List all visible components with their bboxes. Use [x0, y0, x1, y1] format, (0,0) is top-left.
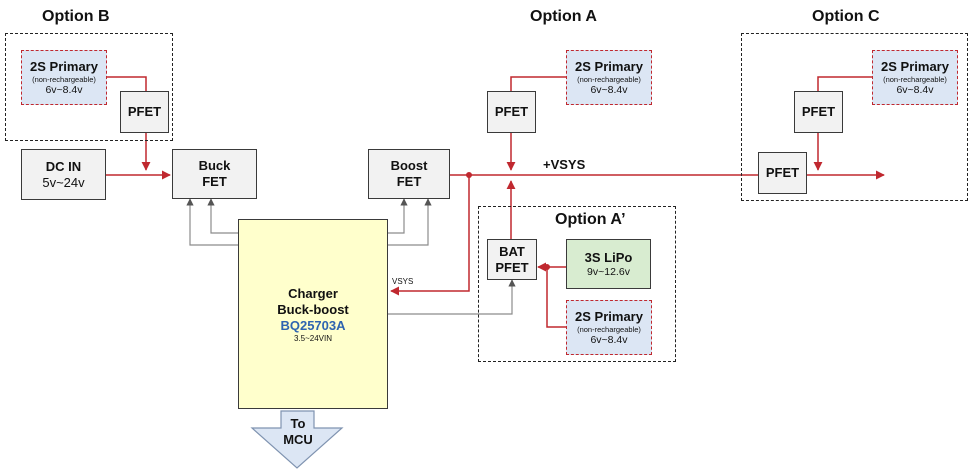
optb-2s-primary-block: 2S Primary (non-rechargeable) 6v~8.4v: [21, 50, 107, 105]
vsys-to-charger-line: [390, 175, 470, 296]
pfet-label: PFET: [494, 104, 529, 119]
option-a-prime-label: Option A’: [555, 211, 626, 228]
primary-range: 6v~8.4v: [45, 83, 83, 96]
vsys-feedback-label: VSYS: [392, 277, 414, 286]
dc-in-block: DC IN 5v~24v: [21, 149, 106, 200]
option-c-label: Option C: [812, 8, 880, 25]
opta-prime-primary-to-junction-line: [546, 267, 566, 328]
option-a-prime-group: [478, 206, 676, 362]
bat-pfet-line2: PFET: [495, 259, 529, 275]
lipo-range: 9v~12.6v: [587, 265, 630, 278]
primary-range: 6v~8.4v: [590, 333, 628, 346]
primary-title: 2S Primary: [881, 58, 949, 74]
charger-to-boost-gate2-line: [388, 198, 432, 246]
primary-range: 6v~8.4v: [896, 83, 934, 96]
lipo-title: 3S LiPo: [584, 249, 633, 265]
boost-fet-line2: FET: [396, 174, 422, 189]
boost-fet-line1: Boost: [390, 158, 428, 173]
buck-fet-line1: Buck: [198, 158, 231, 173]
pfet-label: PFET: [765, 165, 800, 180]
buck-fet-line2: FET: [202, 174, 227, 189]
option-c-group: [741, 33, 968, 201]
opta-2s-primary-block: 2S Primary (non-rechargeable) 6v~8.4v: [566, 50, 652, 105]
dc-in-title: DC IN: [45, 158, 82, 174]
opta-prime-2s-primary-block: 2S Primary (non-rechargeable) 6v~8.4v: [566, 300, 652, 355]
option-b-group: [5, 33, 173, 141]
charger-part-number: BQ25703A: [280, 317, 346, 333]
optc-primary-to-pfet-line: [817, 76, 872, 91]
primary-subtitle: (non-rechargeable): [883, 74, 947, 84]
optc-lower-pfet-block: PFET: [758, 152, 807, 194]
optc-upper-pfet-block: PFET: [794, 91, 843, 133]
optc-2s-primary-block: 2S Primary (non-rechargeable) 6v~8.4v: [872, 50, 958, 105]
vsys-bus-label: +VSYS: [543, 157, 586, 172]
charger-vin-range: 3.5~24VIN: [293, 333, 333, 343]
to-mcu-line1: To: [290, 416, 306, 431]
boost-fet-block: Boost FET: [368, 149, 450, 199]
to-mcu-arrow: [250, 410, 344, 469]
primary-title: 2S Primary: [575, 308, 643, 324]
primary-title: 2S Primary: [30, 58, 98, 74]
dc-in-range: 5v~24v: [42, 174, 85, 190]
pfet-label: PFET: [127, 104, 162, 119]
pfet-label: PFET: [801, 104, 836, 119]
option-b-label: Option B: [42, 8, 110, 25]
optb-primary-to-pfet-line: [107, 76, 147, 91]
opta-pfet-block: PFET: [487, 91, 536, 133]
buck-fet-block: Buck FET: [172, 149, 257, 199]
charger-line2: Buck-boost: [277, 301, 349, 317]
to-mcu-line2: MCU: [283, 432, 313, 447]
primary-subtitle: (non-rechargeable): [577, 74, 641, 84]
primary-subtitle: (non-rechargeable): [32, 74, 96, 84]
charger-to-boost-gate1-line: [388, 198, 408, 234]
primary-range: 6v~8.4v: [590, 83, 628, 96]
bat-pfet-line1: BAT: [499, 243, 525, 259]
charger-to-buck-gate2-line: [207, 198, 238, 234]
charger-to-batpfet-gate-line: [388, 279, 516, 315]
optb-pfet-block: PFET: [120, 91, 169, 133]
to-mcu-label: To MCU: [258, 416, 338, 448]
primary-subtitle: (non-rechargeable): [577, 324, 641, 334]
option-a-label: Option A: [530, 8, 597, 25]
charger-line1: Charger: [288, 285, 338, 301]
charger-ic-block: Charger Buck-boost BQ25703A 3.5~24VIN: [238, 219, 388, 409]
opta-primary-to-pfet-line: [510, 76, 566, 91]
3s-lipo-block: 3S LiPo 9v~12.6v: [566, 239, 651, 289]
primary-title: 2S Primary: [575, 58, 643, 74]
charger-to-buck-gate1-line: [186, 198, 238, 246]
bat-pfet-block: BAT PFET: [487, 239, 537, 280]
